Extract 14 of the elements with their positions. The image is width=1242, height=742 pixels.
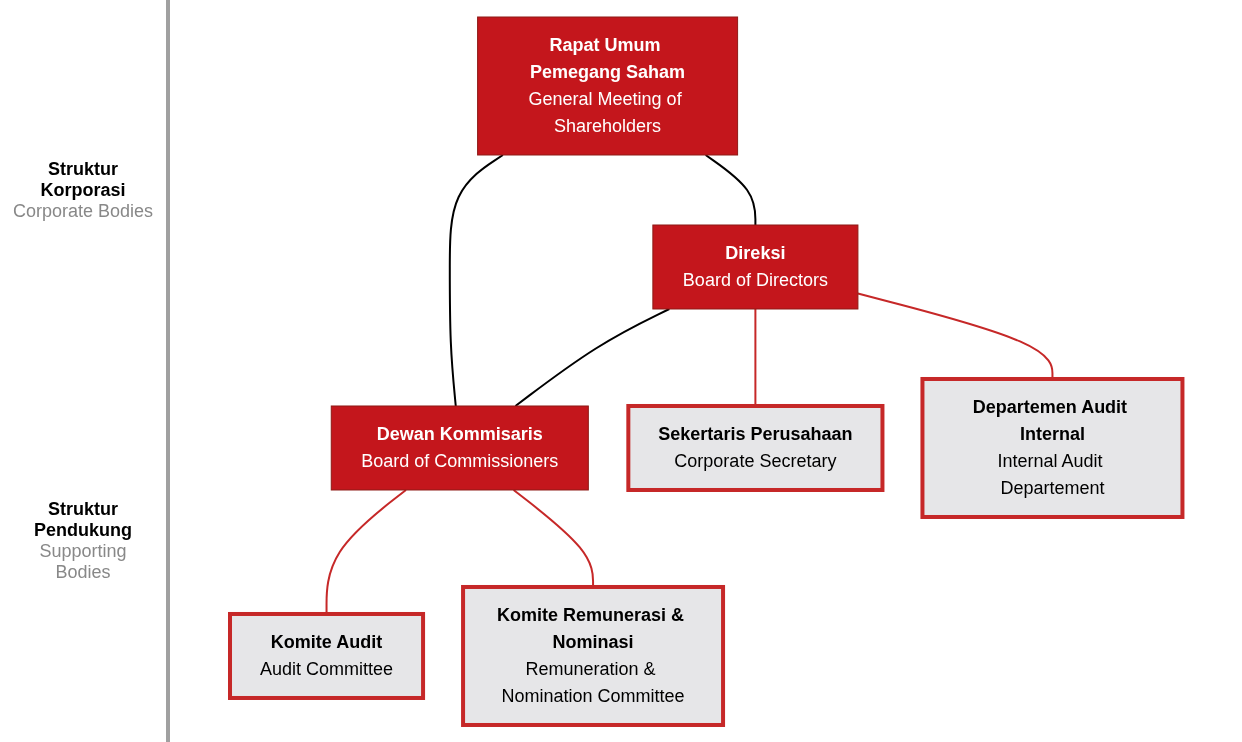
- section-heading: Struktur Pendukung: [33, 499, 133, 542]
- section-subheading: Supporting Bodies: [38, 541, 128, 584]
- connector: [514, 308, 671, 407]
- node-box: Rapat Umum Pemegang Saham General Meeting of Shareholders: [476, 16, 738, 156]
- node-box: Departemen Audit Internal Internal Audit Departement: [920, 377, 1185, 519]
- node-box: Sekertaris Perusahaan Corporate Secretary: [626, 404, 885, 492]
- node-box: Direksi Board of Directors: [652, 224, 859, 310]
- section-heading: Struktur Korporasi: [39, 158, 127, 201]
- section-subheading: Corporate Bodies: [11, 200, 155, 222]
- node-box: Komite Remunerasi & Nominasi Remuneration & Nomination Committee: [460, 585, 725, 727]
- node-box: Dewan Kommisaris Board of Commissioners: [330, 405, 589, 491]
- connector: [704, 154, 757, 226]
- node-box: Komite Audit Audit Committee: [227, 612, 425, 700]
- connector: [448, 154, 504, 407]
